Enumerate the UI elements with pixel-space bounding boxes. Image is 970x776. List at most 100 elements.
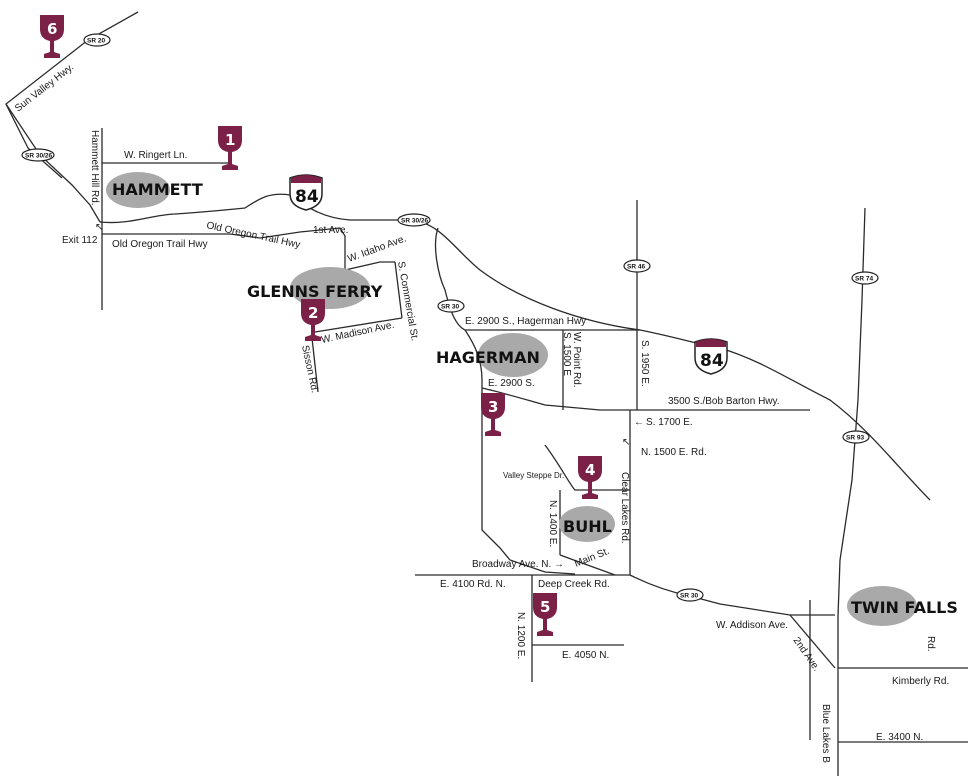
label-bob-barton: 3500 S./Bob Barton Hwy.: [668, 396, 780, 407]
label-valley-steppe: Valley Steppe Dr.: [503, 471, 564, 480]
label-ringert: W. Ringert Ln.: [124, 150, 187, 161]
label-n1500e-arrow: ↖: [622, 437, 630, 448]
winery-marker-1[interactable]: 1: [218, 126, 242, 170]
svg-text:3: 3: [488, 398, 498, 416]
label-rd-stub: Rd.: [925, 636, 936, 652]
label-idaho-ave: W. Idaho Ave.: [346, 233, 408, 264]
road-labels: Sun Valley Hwy. Hammett Hill Rd. W. Ring…: [13, 62, 949, 763]
svg-text:SR 74: SR 74: [855, 276, 873, 283]
i84-shield-west: 84: [289, 174, 323, 211]
sr-marker-30-26-east: SR 30/26: [397, 213, 431, 227]
town-blob-twin-falls: [847, 586, 917, 626]
svg-text:4: 4: [585, 461, 595, 479]
town-blob-hagerman: [478, 333, 548, 377]
label-2nd-ave: 2nd Ave.: [791, 635, 822, 673]
svg-text:84: 84: [700, 351, 724, 371]
road-old-oregon-trail: [99, 193, 291, 224]
town-label-hagerman: HAGERMAN: [436, 348, 540, 367]
label-e3400n: E. 3400 N.: [876, 732, 923, 743]
town-label-twin-falls: TWIN FALLS: [851, 598, 958, 617]
sr-marker-93: SR 93: [842, 430, 870, 444]
label-e4100: E. 4100 Rd. N.: [440, 579, 506, 590]
town-areas: [106, 172, 917, 626]
town-label-hammett: HAMMETT: [112, 180, 203, 199]
svg-text:2: 2: [308, 304, 318, 322]
label-s1500e: S. 1500 E: [561, 332, 572, 376]
label-madison-ave: W. Madison Ave.: [320, 320, 395, 346]
state-route-markers: SR 20 SR 30/26 SR 30/26 SR 30 SR 46 SR 7…: [21, 33, 879, 602]
svg-text:SR 30/26: SR 30/26: [401, 218, 428, 225]
town-label-buhl: BUHL: [563, 517, 612, 536]
svg-text:SR 30: SR 30: [441, 304, 459, 311]
winery-marker-5[interactable]: 5: [533, 593, 557, 636]
svg-text:6: 6: [47, 20, 57, 38]
road-sisson: [311, 337, 319, 393]
sr-marker-30-north: SR 30: [437, 299, 465, 313]
label-old-oregon-trail-1: Old Oregon Trail Hwy: [112, 239, 208, 250]
road-e2900s: [481, 387, 810, 411]
sr-marker-20: SR 20: [83, 33, 111, 47]
town-blob-glenns-ferry: [290, 267, 370, 309]
town-blob-buhl: [559, 506, 615, 542]
label-e2900s: E. 2900 S.: [488, 378, 535, 389]
label-s1950e: S. 1950 E.: [639, 340, 650, 387]
label-old-oregon-trail-2: Old Oregon Trail Hwy: [205, 220, 301, 251]
winery-marker-6[interactable]: 6: [40, 15, 64, 58]
road-old-oregon-trail-lower: [102, 227, 346, 262]
label-kimberly: Kimberly Rd.: [892, 676, 949, 687]
label-clear-lakes: Clear Lakes Rd.: [619, 472, 630, 544]
label-sun-valley-hwy: Sun Valley Hwy.: [13, 62, 76, 115]
town-blob-hammett: [106, 172, 170, 208]
label-broadway: Broadway Ave. N.: [472, 559, 551, 570]
label-1st-ave: 1st Ave.: [313, 225, 348, 236]
label-sisson-rd: Sisson Rd.: [299, 344, 320, 394]
label-w-point-rd: W. Point Rd.: [571, 332, 582, 388]
svg-text:SR 93: SR 93: [846, 435, 864, 442]
road-main-st: [559, 554, 616, 576]
sr-marker-30-26-west: SR 30/26: [21, 148, 55, 162]
label-s1700e: S. 1700 E.: [646, 417, 693, 428]
svg-text:1: 1: [225, 131, 235, 149]
road-deep-creek: [629, 574, 835, 616]
label-hammett-hill: Hammett Hill Rd.: [89, 130, 100, 206]
label-deep-creek: Deep Creek Rd.: [538, 579, 610, 590]
sr-marker-30-south: SR 30: [676, 588, 704, 602]
sr-marker-74: SR 74: [851, 271, 879, 285]
town-labels: HAMMETT GLENNS FERRY HAGERMAN BUHL TWIN …: [112, 180, 958, 617]
town-label-glenns-ferry: GLENNS FERRY: [247, 282, 383, 301]
road-valley-steppe: [544, 444, 630, 491]
road-commercial-st: [394, 261, 403, 319]
svg-text:SR 46: SR 46: [627, 264, 645, 271]
road-2nd-ave: [789, 614, 836, 669]
winery-marker-2[interactable]: 2: [301, 299, 325, 341]
label-n1500e: N. 1500 E. Rd.: [641, 447, 707, 458]
label-e4050n: E. 4050 N.: [562, 650, 609, 661]
svg-text:5: 5: [540, 598, 550, 616]
svg-text:SR 30/26: SR 30/26: [25, 153, 52, 160]
label-broadway-arrow: →: [554, 559, 564, 570]
road-madison-ave: [314, 317, 403, 333]
road-sr30-26-spur: [5, 103, 101, 223]
label-blue-lakes: Blue Lakes B: [820, 704, 831, 763]
i84-shield-east: 84: [694, 338, 728, 375]
label-addison: W. Addison Ave.: [716, 620, 788, 631]
svg-text:SR 20: SR 20: [87, 38, 105, 45]
road-network: [5, 11, 968, 776]
label-commercial-st: S. Commercial St.: [395, 261, 420, 342]
winery-marker-3[interactable]: 3: [481, 393, 505, 436]
road-sr30-south: [464, 329, 576, 575]
label-n1400e: N. 1400 E.: [547, 500, 558, 547]
label-e2900-hagerman-hwy: E. 2900 S., Hagerman Hwy: [465, 316, 586, 327]
sr-marker-46: SR 46: [623, 259, 651, 273]
winery-markers[interactable]: 1 2 3 4 5 6: [40, 15, 602, 636]
road-sr30-hagerman: [434, 227, 466, 331]
label-exit-112: Exit 112: [62, 235, 98, 246]
road-sr74: [837, 207, 866, 776]
winery-marker-4[interactable]: 4: [578, 456, 602, 499]
label-n1200e: N. 1200 E.: [515, 612, 526, 659]
svg-text:84: 84: [295, 187, 319, 207]
svg-text:SR 30: SR 30: [680, 593, 698, 600]
label-s1700e-arrow: ←: [634, 417, 644, 428]
label-exit-arrow: ↖: [95, 222, 103, 233]
